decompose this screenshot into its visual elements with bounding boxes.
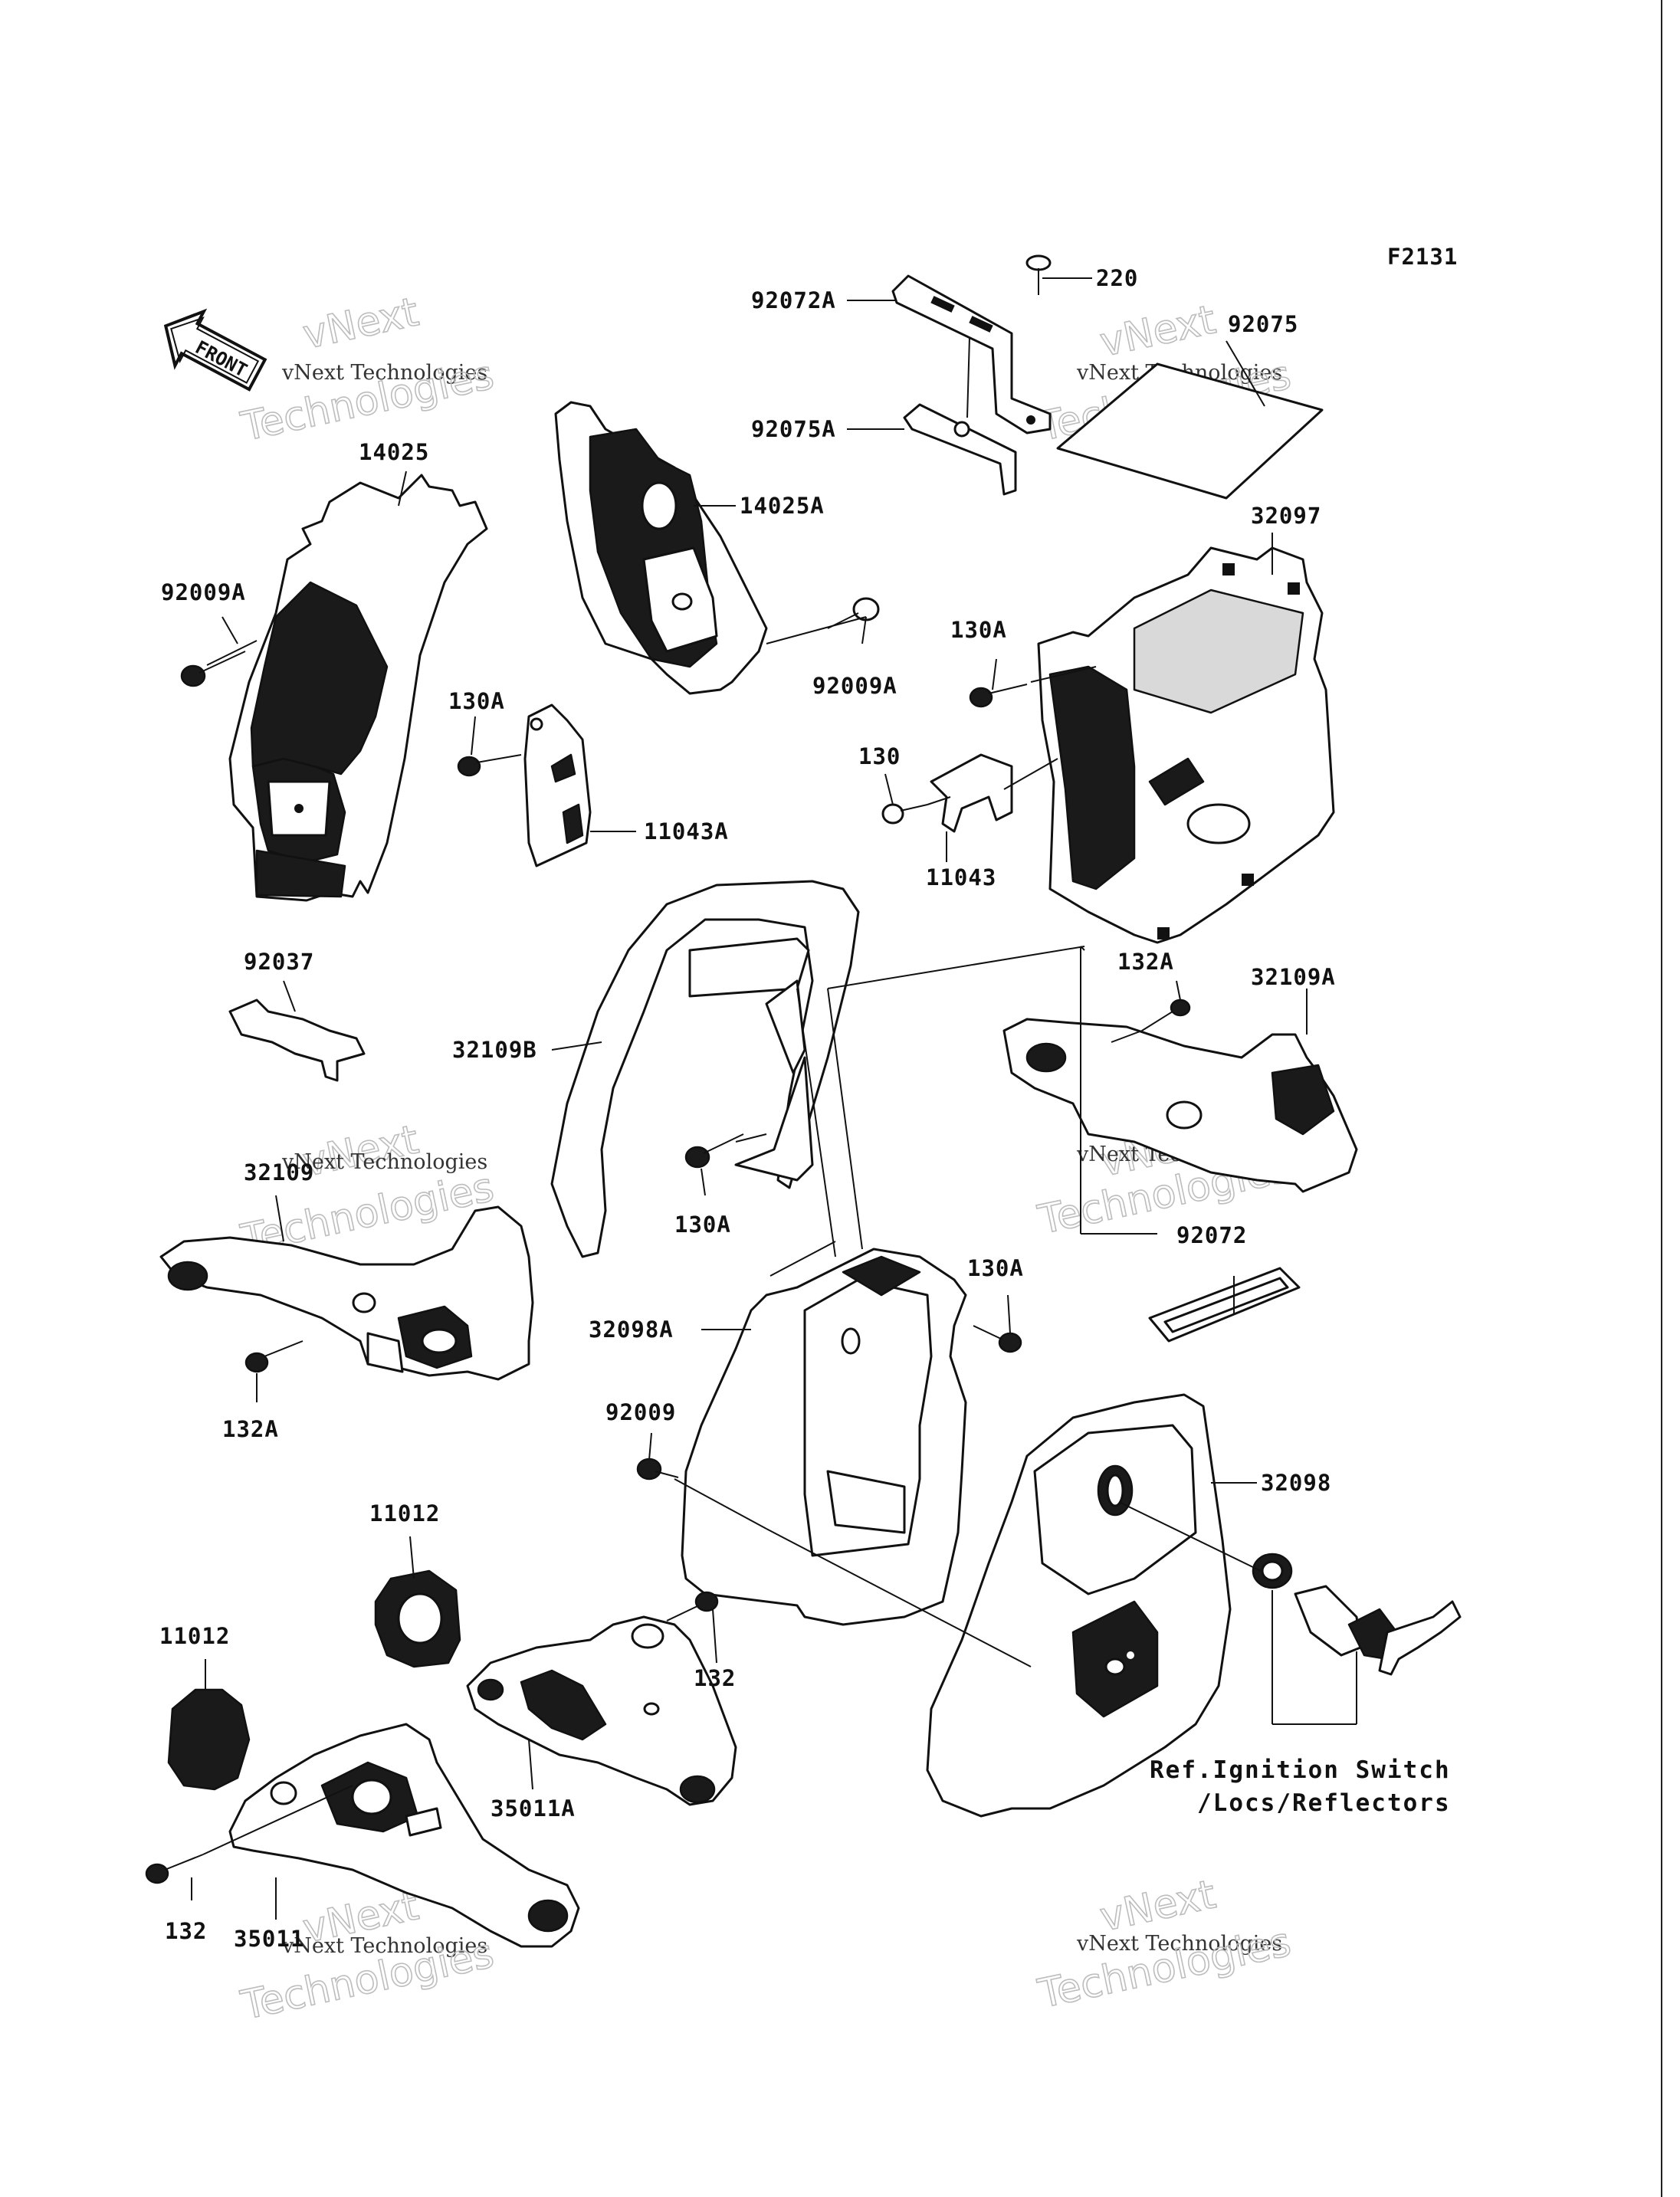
part-11012-cap-lower	[167, 1688, 251, 1791]
part-label: 32109	[244, 1159, 314, 1185]
part-11043A-bracket	[523, 703, 592, 867]
part-label: 132A	[1117, 949, 1174, 975]
part-label: 32109B	[452, 1037, 537, 1063]
svg-text:vNext Technologies: vNext Technologies	[281, 1150, 487, 1174]
svg-text:vNext Technologies: vNext Technologies	[281, 361, 487, 385]
part-92009A-bolt-left	[180, 651, 246, 687]
part-92075-pad	[1056, 362, 1324, 500]
svg-text:vNext Technologies: vNext Technologies	[1076, 1932, 1282, 1956]
part-32109A-bracket	[1002, 1018, 1358, 1193]
part-label: 130A	[950, 617, 1007, 643]
part-92037-clamp	[228, 998, 366, 1082]
part-35011A-bracket	[466, 1615, 737, 1806]
svg-text:vNext: vNext	[1096, 297, 1219, 366]
part-32098-outer-box	[926, 1393, 1232, 1818]
part-labels: 220 92072A 92075 92075A 14025 14025A 320…	[159, 265, 1336, 1952]
part-130-bolt	[881, 803, 928, 825]
part-label: 92075	[1228, 311, 1298, 337]
part-label: 35011A	[491, 1795, 576, 1822]
reference-note-line2: /Locs/Reflectors	[1197, 1789, 1451, 1817]
part-35011-bracket	[228, 1723, 580, 1948]
svg-text:vNext: vNext	[299, 289, 422, 358]
part-label: 14025A	[740, 493, 825, 519]
watermark-bottom-right: vNext vNext Technologies Technologies	[1033, 1871, 1295, 2018]
part-132A-bolt-right	[1141, 998, 1191, 1031]
part-92075A-clip	[903, 403, 1017, 496]
part-label: 132	[694, 1665, 736, 1691]
part-label: 92037	[244, 949, 314, 975]
part-label: 92009A	[161, 579, 246, 605]
part-32097-battery-case	[1037, 546, 1335, 944]
part-label: 92075A	[751, 416, 836, 442]
part-220-screw	[1025, 254, 1052, 295]
part-label: 92072A	[751, 287, 836, 313]
leader-lines	[191, 277, 1357, 1920]
svg-text:vNext: vNext	[1096, 1871, 1219, 1940]
part-130A-bolt-center	[684, 1133, 744, 1169]
key-icon	[1294, 1585, 1462, 1676]
part-label: 14025	[359, 439, 429, 465]
part-label: 11043	[926, 864, 996, 890]
front-arrow-icon: FRONT	[163, 308, 267, 392]
part-14025A-cover	[554, 401, 768, 695]
part-92009-bolt	[636, 1458, 679, 1481]
part-label: 130A	[674, 1212, 731, 1238]
part-132A-bolt-left	[244, 1340, 304, 1373]
part-label: 130A	[448, 688, 505, 714]
watermark-top-left: vNext vNext Technologies Technologies	[236, 289, 498, 451]
part-11043-bracket	[930, 753, 1013, 833]
part-130A-bolt-top	[969, 684, 1028, 708]
key-lock-icon	[1252, 1553, 1293, 1589]
part-130A-bolt-mid	[457, 754, 522, 777]
part-130A-bolt-lower	[973, 1325, 1022, 1353]
part-label: 11012	[369, 1500, 440, 1526]
figure-code: F2131	[1387, 244, 1458, 270]
part-label: 35011	[234, 1926, 304, 1952]
part-92009A-bolt-right	[827, 597, 880, 629]
part-label: 132	[165, 1918, 207, 1944]
part-132-bolt-upper	[666, 1591, 719, 1622]
part-92072A-bracket	[891, 274, 1052, 434]
part-32109-bracket	[159, 1205, 534, 1381]
part-label: 32097	[1251, 503, 1321, 529]
part-label: 92009A	[812, 673, 897, 699]
part-label: 92072	[1176, 1222, 1247, 1248]
part-label: 132A	[222, 1416, 279, 1442]
part-label: 130A	[967, 1255, 1024, 1281]
part-label: 130	[858, 743, 901, 769]
part-32098A-inner-box	[681, 1248, 967, 1626]
part-11012-cap-upper	[374, 1569, 461, 1668]
part-label: 92009	[605, 1399, 676, 1425]
part-label: 32109A	[1251, 964, 1336, 990]
reference-note-line1: Ref.Ignition Switch	[1150, 1756, 1451, 1784]
part-label: 32098A	[589, 1317, 674, 1343]
svg-text:vNext Technologies: vNext Technologies	[281, 1934, 487, 1958]
part-14025-side-cover	[228, 474, 488, 902]
part-132-bolt-lower	[145, 1854, 204, 1884]
part-92072-strap	[1148, 1267, 1301, 1343]
part-label: 32098	[1261, 1470, 1331, 1496]
part-label: 220	[1096, 265, 1138, 291]
part-label: 11043A	[644, 818, 729, 844]
part-32109B-grab-bar	[550, 880, 860, 1258]
part-label: 11012	[159, 1623, 230, 1649]
